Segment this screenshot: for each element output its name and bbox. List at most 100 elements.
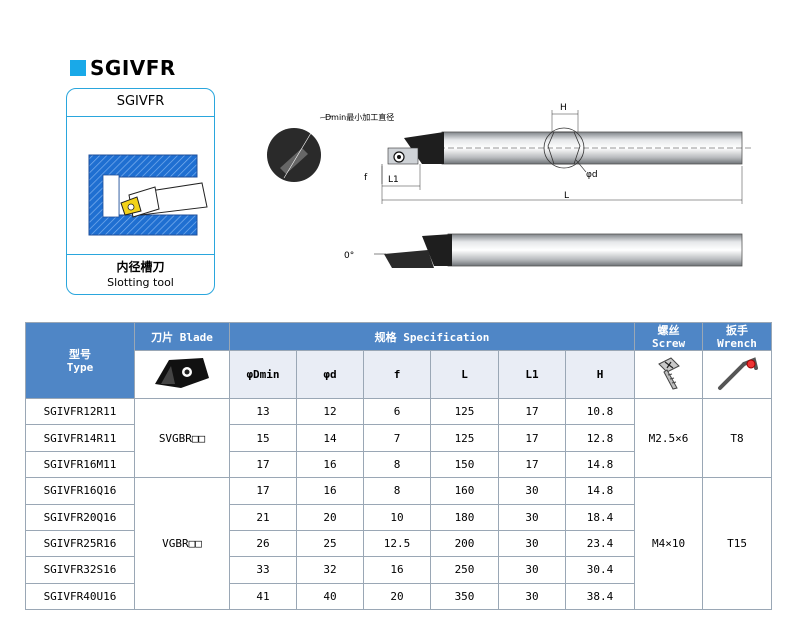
- wrench-image-cell: [702, 350, 773, 399]
- col-d: φd: [296, 350, 364, 399]
- col-l: L: [430, 350, 499, 399]
- spec-header: 规格 Specification: [228, 322, 636, 351]
- type-cell: SGIVFR12R11: [25, 397, 135, 426]
- table-row: SGIVFR12R11 SVGBR□□ 13 12 6 125 17 10.8 …: [25, 397, 773, 479]
- dmin-cell: 17: [229, 477, 297, 505]
- title-marker: [70, 60, 86, 76]
- f-cell: 6: [363, 397, 431, 426]
- screw-header: 螺丝 Screw: [634, 322, 704, 351]
- col-l1: L1: [498, 350, 566, 399]
- table-row: SGIVFR16Q16 VGBR□□ 17 16 8 160 30 14.8 M…: [25, 477, 773, 610]
- upper-tool: H φd f L1 L: [364, 103, 752, 204]
- h-cell: 10.8: [564, 397, 636, 426]
- wrench-icon: [718, 357, 759, 390]
- f-cell: 20: [363, 582, 431, 611]
- dmin-detail: Dmin最小加工直径: [267, 112, 394, 182]
- l1-cell: 30: [498, 477, 566, 505]
- blade-cell: SVGBR□□: [134, 397, 230, 479]
- card-label-en: Slotting tool: [107, 276, 174, 289]
- dmin-label: Dmin最小加工直径: [325, 112, 394, 122]
- l1-cell: 30: [498, 503, 566, 531]
- specification-table: 型号 Type 刀片 Blade 规格 Specification 螺丝 Scr…: [25, 322, 773, 611]
- table-row: SGIVFR16M11 17 16 8 150 17 14.8: [25, 450, 772, 479]
- card-footer: 内径槽刀 Slotting tool: [67, 254, 214, 294]
- f-label: f: [364, 173, 368, 183]
- type-cell: SGIVFR20Q16: [25, 503, 135, 531]
- d-cell: 20: [296, 503, 364, 531]
- d-cell: 14: [296, 424, 364, 452]
- type-header: 型号 Type: [25, 322, 135, 399]
- screw-cell: M4×10: [634, 477, 704, 610]
- screw-image-cell: [634, 350, 704, 399]
- title-text: SGIVFR: [90, 56, 176, 80]
- blade-image-cell: [134, 350, 230, 399]
- table-row: SGIVFR20Q16 21 20 10 180 30 18.4: [25, 503, 772, 531]
- f-cell: 8: [363, 450, 431, 479]
- wrench-cell: T8: [702, 397, 773, 479]
- l1-label: L1: [388, 175, 399, 185]
- tool-card: SGIVFR 内径槽刀 Slotting tool: [66, 88, 215, 295]
- tool-drawing: Dmin最小加工直径 H φd f L1 L: [267, 103, 752, 268]
- l1-cell: 17: [498, 424, 566, 452]
- col-dmin: φDmin: [229, 350, 297, 399]
- blade-insert-icon: [155, 358, 209, 388]
- table-row: SGIVFR40U16 41 40 20 350 30 38.4: [25, 582, 772, 611]
- blade-cell: VGBR□□: [134, 477, 230, 610]
- dmin-cell: 17: [229, 450, 297, 479]
- f-cell: 16: [363, 556, 431, 584]
- dmin-cell: 13: [229, 397, 297, 426]
- card-label-cn: 内径槽刀: [116, 260, 165, 274]
- f-cell: 12.5: [363, 529, 431, 558]
- angle-label: 0°: [344, 251, 354, 261]
- wrench-cell: T15: [702, 477, 773, 610]
- l-label: L: [564, 191, 569, 201]
- type-cell: SGIVFR14R11: [25, 424, 135, 452]
- col-h: H: [564, 350, 636, 399]
- type-cell: SGIVFR40U16: [25, 582, 135, 611]
- type-cell: SGIVFR32S16: [25, 556, 135, 584]
- l-cell: 125: [430, 424, 499, 452]
- h-cell: 12.8: [564, 424, 636, 452]
- lower-tool: 0°: [344, 233, 743, 268]
- l-cell: 250: [430, 556, 499, 584]
- h-cell: 23.4: [564, 529, 636, 558]
- table-row: SGIVFR25R16 26 25 12.5 200 30 23.4: [25, 529, 772, 558]
- d-label: φd: [586, 170, 598, 180]
- l1-cell: 17: [498, 397, 566, 426]
- dmin-cell: 15: [229, 424, 297, 452]
- h-cell: 18.4: [564, 503, 636, 531]
- l-cell: 160: [430, 477, 499, 505]
- card-header: SGIVFR: [67, 89, 214, 117]
- h-cell: 30.4: [564, 556, 636, 584]
- dmin-cell: 41: [229, 582, 297, 611]
- l-cell: 180: [430, 503, 499, 531]
- d-cell: 16: [296, 477, 364, 505]
- blade-header: 刀片 Blade: [134, 322, 230, 351]
- type-cell: SGIVFR16Q16: [25, 477, 135, 505]
- f-cell: 7: [363, 424, 431, 452]
- l1-cell: 17: [498, 450, 566, 479]
- f-cell: 8: [363, 477, 431, 505]
- type-cell: SGIVFR25R16: [25, 529, 135, 558]
- d-cell: 40: [296, 582, 364, 611]
- dmin-cell: 26: [229, 529, 297, 558]
- table-row: SGIVFR14R11 15 14 7 125 17 12.8: [25, 424, 772, 452]
- d-cell: 32: [296, 556, 364, 584]
- h-cell: 14.8: [564, 450, 636, 479]
- d-cell: 25: [296, 529, 364, 558]
- d-cell: 16: [296, 450, 364, 479]
- l-cell: 350: [430, 582, 499, 611]
- screw-cell: M2.5×6: [634, 397, 704, 479]
- dmin-cell: 21: [229, 503, 297, 531]
- l1-cell: 30: [498, 529, 566, 558]
- col-f: f: [363, 350, 431, 399]
- h-cell: 38.4: [564, 582, 636, 611]
- l-cell: 200: [430, 529, 499, 558]
- section-title: SGIVFR: [70, 56, 176, 80]
- wrench-header: 扳手 Wrench: [702, 322, 773, 351]
- h-cell: 14.8: [564, 477, 636, 505]
- l-cell: 125: [430, 397, 499, 426]
- dmin-cell: 33: [229, 556, 297, 584]
- l1-cell: 30: [498, 556, 566, 584]
- slotting-illustration: [88, 154, 208, 236]
